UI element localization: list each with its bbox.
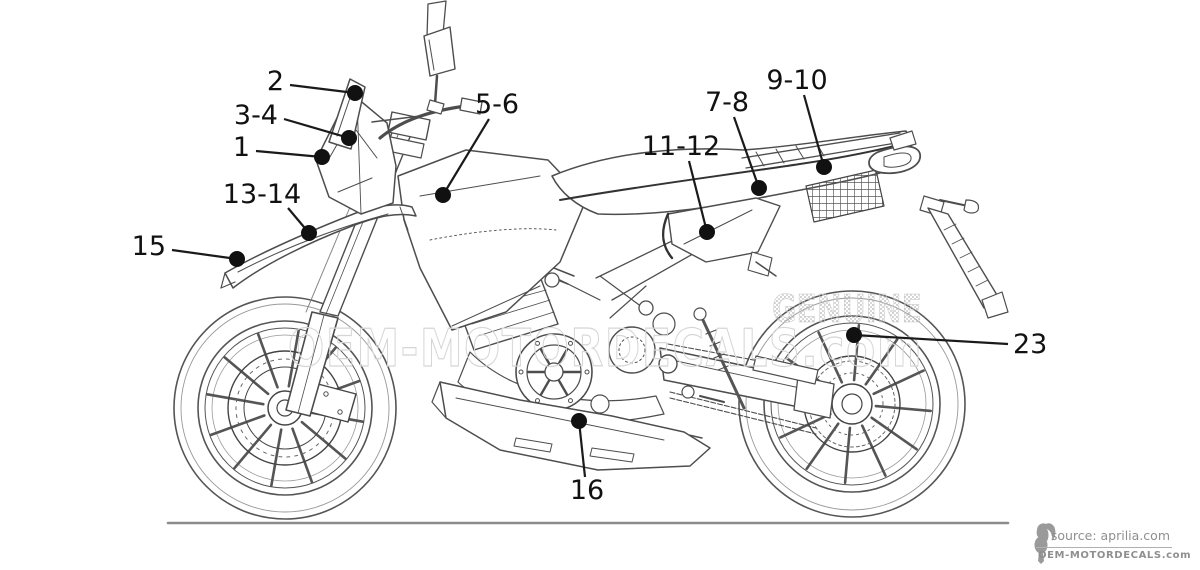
leader-line	[255, 149, 323, 159]
part-number-label: 9-10	[766, 65, 827, 96]
location-dot	[435, 187, 451, 203]
watermark-text: OEM-MOTORDECALS.com	[288, 319, 923, 379]
location-dot	[341, 130, 357, 146]
motorcycle-line-art	[166, 0, 1010, 525]
callout-23: 23	[846, 327, 1047, 360]
leader-line	[853, 333, 1009, 346]
callout-9-10: 9-10	[766, 65, 832, 175]
callout-2: 2	[267, 66, 363, 101]
callout-16: 16	[570, 413, 604, 506]
location-dot	[846, 327, 862, 343]
part-number-label: 15	[132, 231, 166, 262]
leader-line	[283, 117, 350, 140]
side-panel	[661, 197, 781, 277]
callout-3-4: 3-4	[234, 100, 357, 146]
part-number-label: 23	[1013, 329, 1047, 360]
location-dot	[816, 159, 832, 175]
leader-line	[577, 420, 587, 478]
location-dot	[699, 224, 715, 240]
location-dot	[229, 251, 245, 267]
callout-13-14: 13-14	[223, 179, 317, 241]
beak-fender	[220, 204, 417, 289]
leader-line	[802, 94, 826, 168]
callout-7-8: 7-8	[705, 87, 767, 196]
rear-mudguard-hanger	[919, 195, 1009, 319]
leader-line	[442, 118, 490, 196]
swingarm-chain	[658, 307, 835, 435]
callout-layer: 23-41 5-6 13-14 15 11-12 7-8 9-10 16 23	[132, 65, 1048, 506]
watermark-layer: OEM-MOTORDECALS.com GENUINE	[287, 287, 923, 380]
location-dot	[314, 149, 330, 165]
mirror	[423, 0, 456, 115]
handlebar	[371, 97, 483, 140]
seat-tail-unit	[551, 130, 921, 223]
part-number-label: 16	[570, 475, 604, 506]
brand-name: OEM-MOTORDECALS.com	[1038, 550, 1192, 561]
callout-15: 15	[132, 231, 245, 267]
part-number-label: 1	[233, 132, 250, 163]
callout-5-6: 5-6	[435, 89, 519, 203]
callout-11-12: 11-12	[642, 131, 720, 240]
credit-divider	[1036, 547, 1172, 548]
callout-1: 1	[233, 132, 330, 165]
source-credit: source: aprilia.com	[1050, 528, 1170, 543]
part-number-label: 3-4	[234, 100, 278, 131]
part-number-label: 2	[267, 66, 284, 97]
part-number-label: 5-6	[475, 89, 519, 120]
leader-line	[171, 248, 238, 261]
location-dot	[571, 413, 587, 429]
location-dot	[751, 180, 767, 196]
part-number-label: 11-12	[642, 131, 720, 162]
location-dot	[301, 225, 317, 241]
leader-line	[289, 83, 356, 95]
part-number-label: 7-8	[705, 87, 749, 118]
leader-line	[687, 160, 709, 233]
location-dot	[347, 85, 363, 101]
leader-line	[732, 116, 761, 189]
part-number-label: 13-14	[223, 179, 301, 210]
credits-block: source: aprilia.com OEM-MOTORDECALS.com	[1028, 516, 1191, 566]
genuine-watermark: GENUINE	[772, 287, 922, 331]
brand-logo-bird-icon	[1034, 523, 1056, 564]
